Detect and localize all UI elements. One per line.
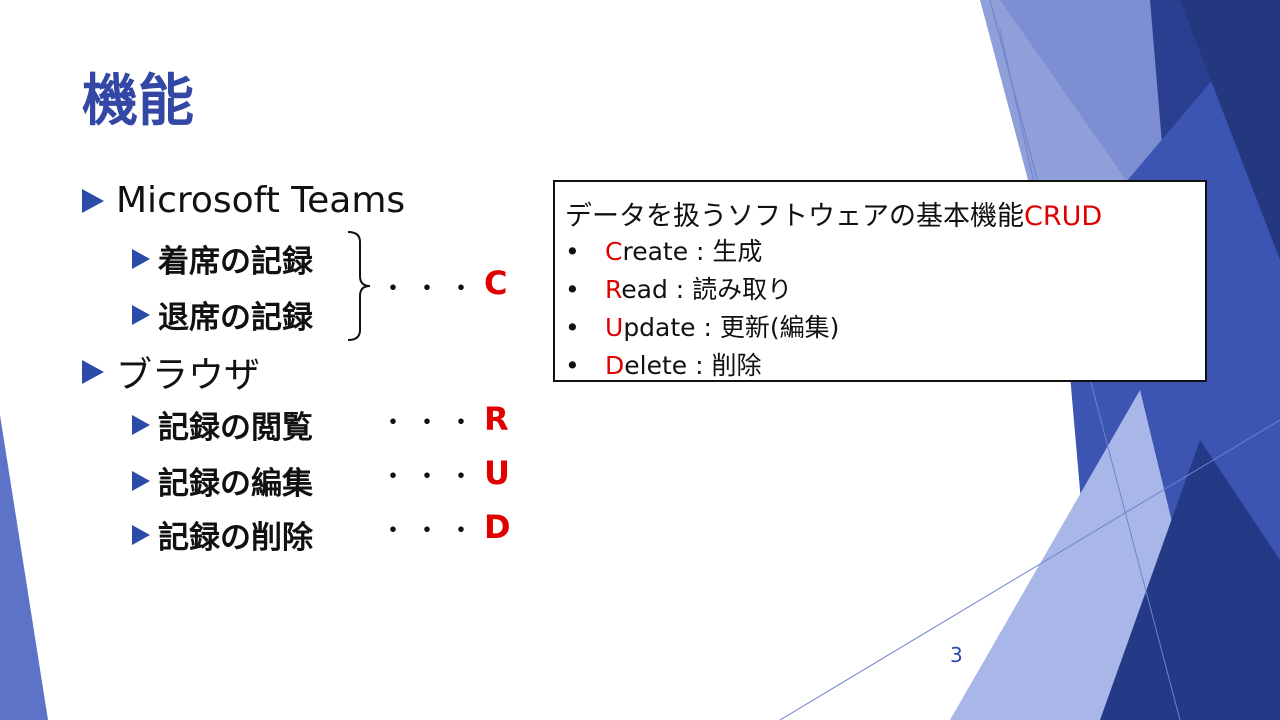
triangle-bullet-icon [132,414,150,435]
crud-item-text: reate : 生成 [622,237,763,266]
sub-bullet-item: 記録の編集 [132,458,313,503]
curly-brace-icon [347,231,371,341]
bullet-browser-label: ブラウザ [116,355,261,396]
crud-letter-u: U [484,454,510,492]
dots-separator: ・・・ [380,408,483,438]
sub-bullet-label: 記録の閲覧 [158,410,313,446]
sub-bullet-label: 記録の削除 [158,520,313,556]
crud-box-title-highlight: CRUD [1024,201,1103,232]
sub-bullet-label: 記録の編集 [158,466,313,502]
page-title: 機能 [82,69,194,134]
bullet-teams-label: Microsoft Teams [116,180,406,221]
crud-list-item: • Update : 更新(編集) [565,308,839,344]
crud-list-item: • Create : 生成 [565,232,762,268]
crud-initial: D [605,351,625,380]
crud-letter-r: R [484,400,509,438]
crud-list-item: • Delete : 削除 [565,346,761,382]
bullet-dot: • [565,313,580,342]
sub-bullet-item: 退席の記録 [132,292,313,337]
dots-separator: ・・・ [380,274,483,304]
bullet-browser: ブラウザ [82,346,260,398]
crud-initial: R [605,275,622,304]
sub-bullet-item: 着席の記録 [132,236,313,281]
triangle-bullet-icon [132,304,150,325]
crud-box-title: データを扱うソフトウェアの基本機能CRUD [565,194,1102,233]
bullet-dot: • [565,351,580,380]
crud-box-title-text: データを扱うソフトウェアの基本機能 [565,201,1024,232]
sub-bullet-item: 記録の閲覧 [132,402,313,447]
crud-item-text: elete : 削除 [624,351,762,380]
triangle-bullet-icon [82,188,104,213]
crud-list-item: • Read : 読み取り [565,270,792,306]
bullet-teams: Microsoft Teams [82,180,405,221]
crud-item-text: pdate : 更新(編集) [623,313,840,342]
dots-separator: ・・・ [380,462,483,492]
triangle-bullet-icon [82,360,104,384]
crud-initial: C [605,237,623,266]
sub-bullet-label: 着席の記録 [158,244,313,280]
crud-item-text: ead : 読み取り [621,275,793,304]
crud-initial: U [605,313,624,342]
crud-definition-box: データを扱うソフトウェアの基本機能CRUD • Create : 生成 • Read… [553,180,1207,382]
crud-letter-c: C [484,264,508,302]
triangle-bullet-icon [132,524,150,545]
page-number: 3 [950,643,963,667]
triangle-bullet-icon [132,248,150,269]
dots-separator: ・・・ [380,516,483,546]
crud-letter-d: D [484,508,511,546]
sub-bullet-item: 記録の削除 [132,512,313,557]
bullet-dot: • [565,275,580,304]
triangle-bullet-icon [132,470,150,491]
sub-bullet-label: 退席の記録 [158,300,313,336]
bullet-dot: • [565,237,580,266]
